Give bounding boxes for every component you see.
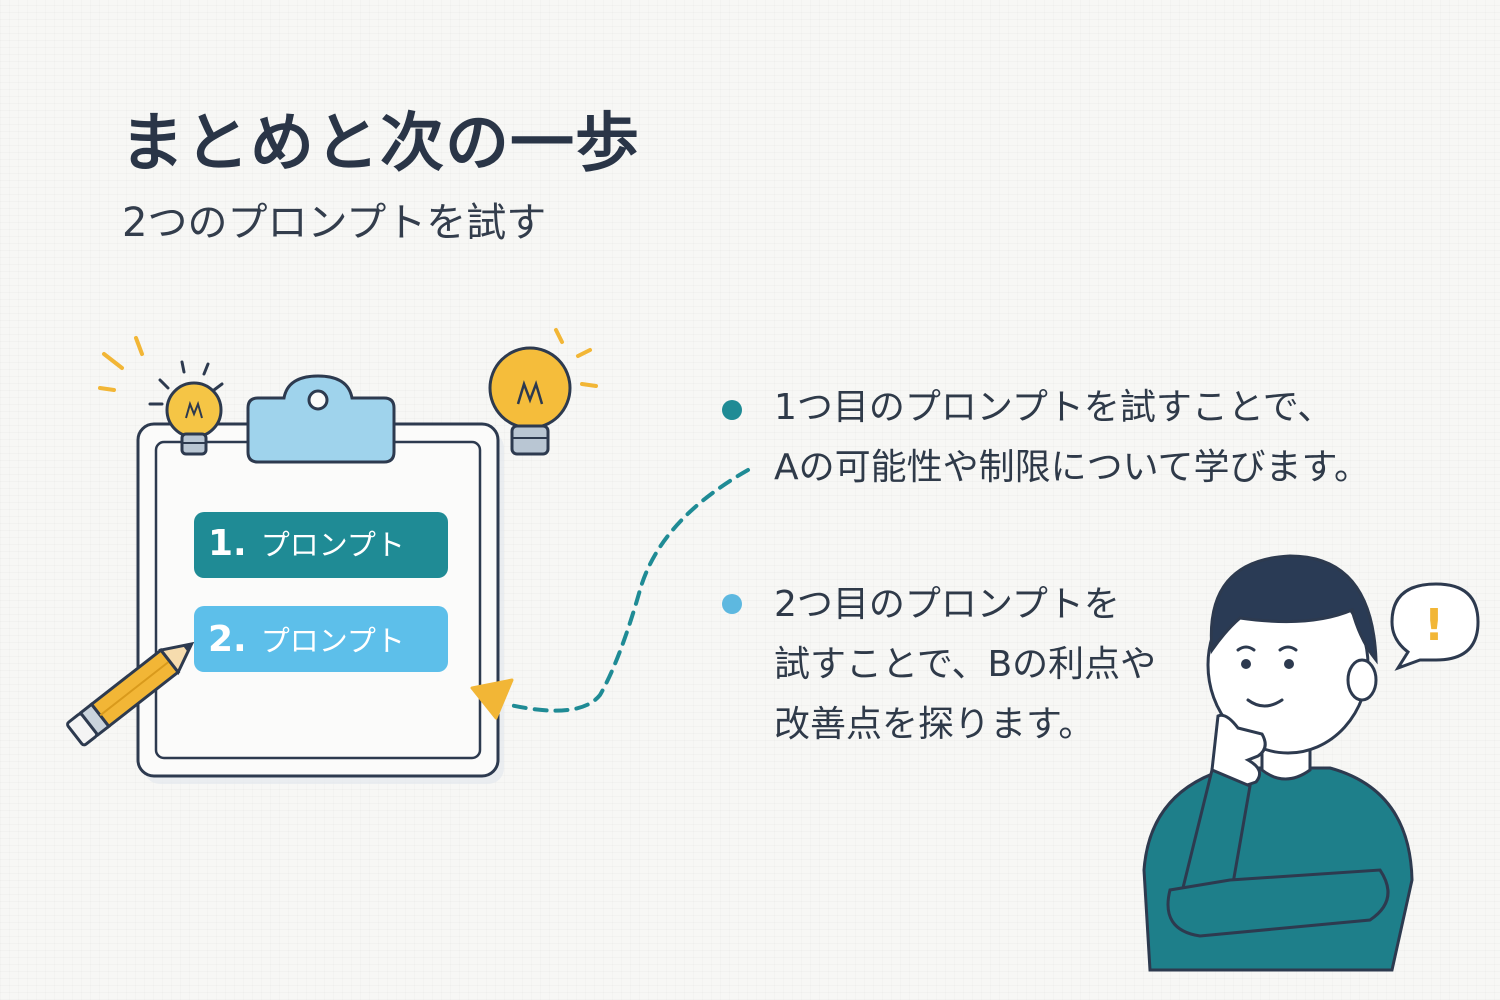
- speech-bubble-icon: [1390, 582, 1480, 671]
- prompt-2-label: 2. プロンプト: [208, 618, 405, 660]
- prompt-1-card: [194, 512, 448, 578]
- lightbulb-icon-large: [488, 328, 598, 456]
- speech-mark: !: [1424, 600, 1444, 651]
- point-1-line-2: Aの可能性や制限について学びます。: [774, 447, 1370, 488]
- page-title: まとめと次の一歩: [120, 107, 640, 181]
- prompt-1-number: 1.: [208, 523, 247, 564]
- page-subtitle: 2つのプロンプトを試す: [122, 200, 547, 246]
- prompt-1-text: プロンプト: [260, 528, 405, 562]
- prompt-1-label: 1. プロンプト: [208, 522, 405, 564]
- point-1-text: 1つ目のプロンプトを試すことで、 Aの可能性や制限について学びます。: [774, 378, 1370, 498]
- lightbulb-icon: [98, 336, 224, 456]
- bullet-dot-1: [722, 400, 742, 420]
- point-2-text: 2つ目のプロンプトを 試すことで、Bの利点や 改善点を探ります。: [774, 575, 1156, 755]
- prompt-2-text: プロンプト: [260, 624, 405, 658]
- pencil-icon: [66, 641, 195, 747]
- point-1-line-1: 1つ目のプロンプトを試すことで、: [774, 387, 1334, 428]
- point-2-line-1: 2つ目のプロンプトを: [774, 584, 1120, 625]
- prompt-2-card: [194, 606, 448, 672]
- point-2-line-2: 試すことで、Bの利点や: [774, 644, 1157, 685]
- arrow-icon: [470, 468, 750, 720]
- bullet-dot-2: [722, 594, 742, 614]
- point-2-line-3: 改善点を探ります。: [774, 704, 1095, 745]
- thinking-person-icon: [1142, 554, 1414, 972]
- clipboard-icon: [136, 374, 504, 784]
- prompt-2-number: 2.: [208, 619, 247, 660]
